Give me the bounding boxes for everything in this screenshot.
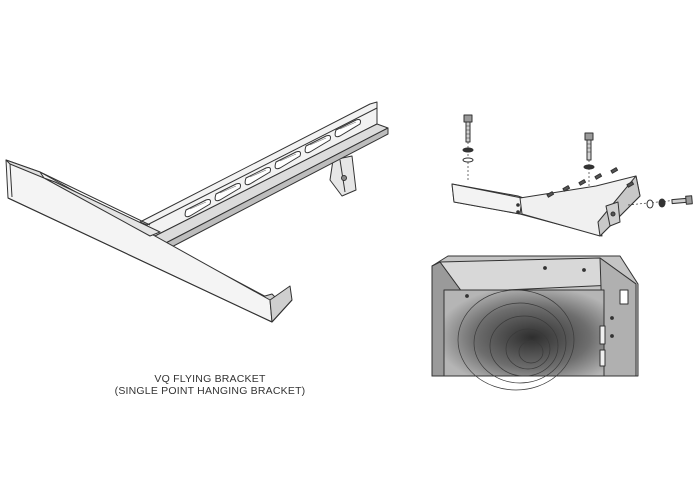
hanging-tab xyxy=(329,155,357,197)
bolt-right-icon xyxy=(583,132,595,186)
rail-slots xyxy=(184,119,361,218)
caption-line-1: VQ FLYING BRACKET xyxy=(154,373,266,385)
mounted-bracket xyxy=(451,167,641,237)
side-fastener-icon xyxy=(627,195,693,209)
exploded-view xyxy=(431,114,693,391)
caption-line-2: (SINGLE POINT HANGING BRACKET) xyxy=(114,385,306,397)
mini-rail-slots xyxy=(546,167,635,198)
speaker-cabinet xyxy=(431,255,639,391)
bolt-left-icon xyxy=(462,114,474,180)
slotted-rail xyxy=(139,101,389,253)
flying-bracket-drawing xyxy=(5,101,389,323)
bracket-base-plate xyxy=(5,159,293,323)
speaker-cone xyxy=(457,289,575,391)
